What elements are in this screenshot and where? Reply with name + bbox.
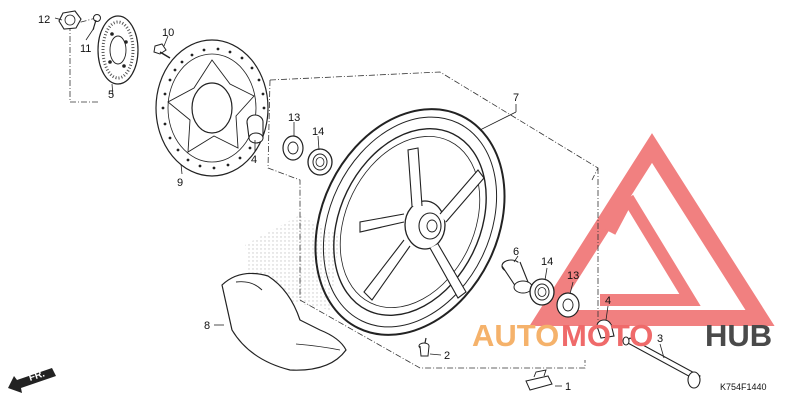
collar-4-lower <box>596 319 615 339</box>
leader-lines <box>54 17 665 387</box>
callout-6: 6 <box>513 246 519 258</box>
seal-14-upper <box>307 148 333 176</box>
watermark-word-3: HUB <box>705 318 772 353</box>
diagram-code: K754F1440 <box>720 382 767 392</box>
callout-2: 2 <box>444 350 450 362</box>
direction-label: FR. <box>28 368 47 384</box>
bearing-13-upper <box>282 135 304 161</box>
callout-14-upper: 14 <box>312 126 324 138</box>
callout-11: 11 <box>80 43 91 55</box>
clip-1 <box>525 369 553 391</box>
callout-3: 3 <box>657 333 663 345</box>
callout-4-lower: 4 <box>605 295 611 307</box>
callout-7: 7 <box>513 92 519 104</box>
callout-4-upper: 4 <box>251 154 257 166</box>
callout-14-lower: 14 <box>541 256 553 268</box>
fender-8 <box>221 272 347 371</box>
callout-10: 10 <box>162 27 174 39</box>
bolt-10 <box>153 43 171 59</box>
wheel-rim-7 <box>314 108 506 336</box>
watermark-text: AUTO MOTO HUB <box>472 318 772 353</box>
callout-labels: 12 11 5 10 9 4 13 14 7 6 14 13 4 3 2 1 8 <box>38 14 663 393</box>
callout-13-upper: 13 <box>288 112 300 124</box>
axle-3 <box>622 336 701 389</box>
valve-2 <box>418 337 430 357</box>
bearing-13-lower <box>556 292 580 318</box>
callout-8: 8 <box>204 320 210 332</box>
collar-4-upper <box>246 114 264 144</box>
callout-13-lower: 13 <box>567 270 579 282</box>
watermark-word-2: MOTO <box>561 318 653 353</box>
pulser-ring-5 <box>97 15 139 85</box>
screw-11 <box>92 14 101 31</box>
callout-9: 9 <box>177 177 183 189</box>
collar-6 <box>501 259 533 294</box>
watermark-word-1: AUTO <box>472 318 559 353</box>
seal-14-lower <box>529 278 555 306</box>
callout-1: 1 <box>565 381 571 393</box>
assembly-outline <box>69 17 599 369</box>
callout-5: 5 <box>108 89 114 101</box>
callout-12: 12 <box>38 14 50 26</box>
watermark-logo <box>529 133 775 326</box>
front-direction-arrow: FR. <box>8 368 56 393</box>
nut-12 <box>58 10 82 30</box>
brake-disc-9 <box>155 39 269 177</box>
